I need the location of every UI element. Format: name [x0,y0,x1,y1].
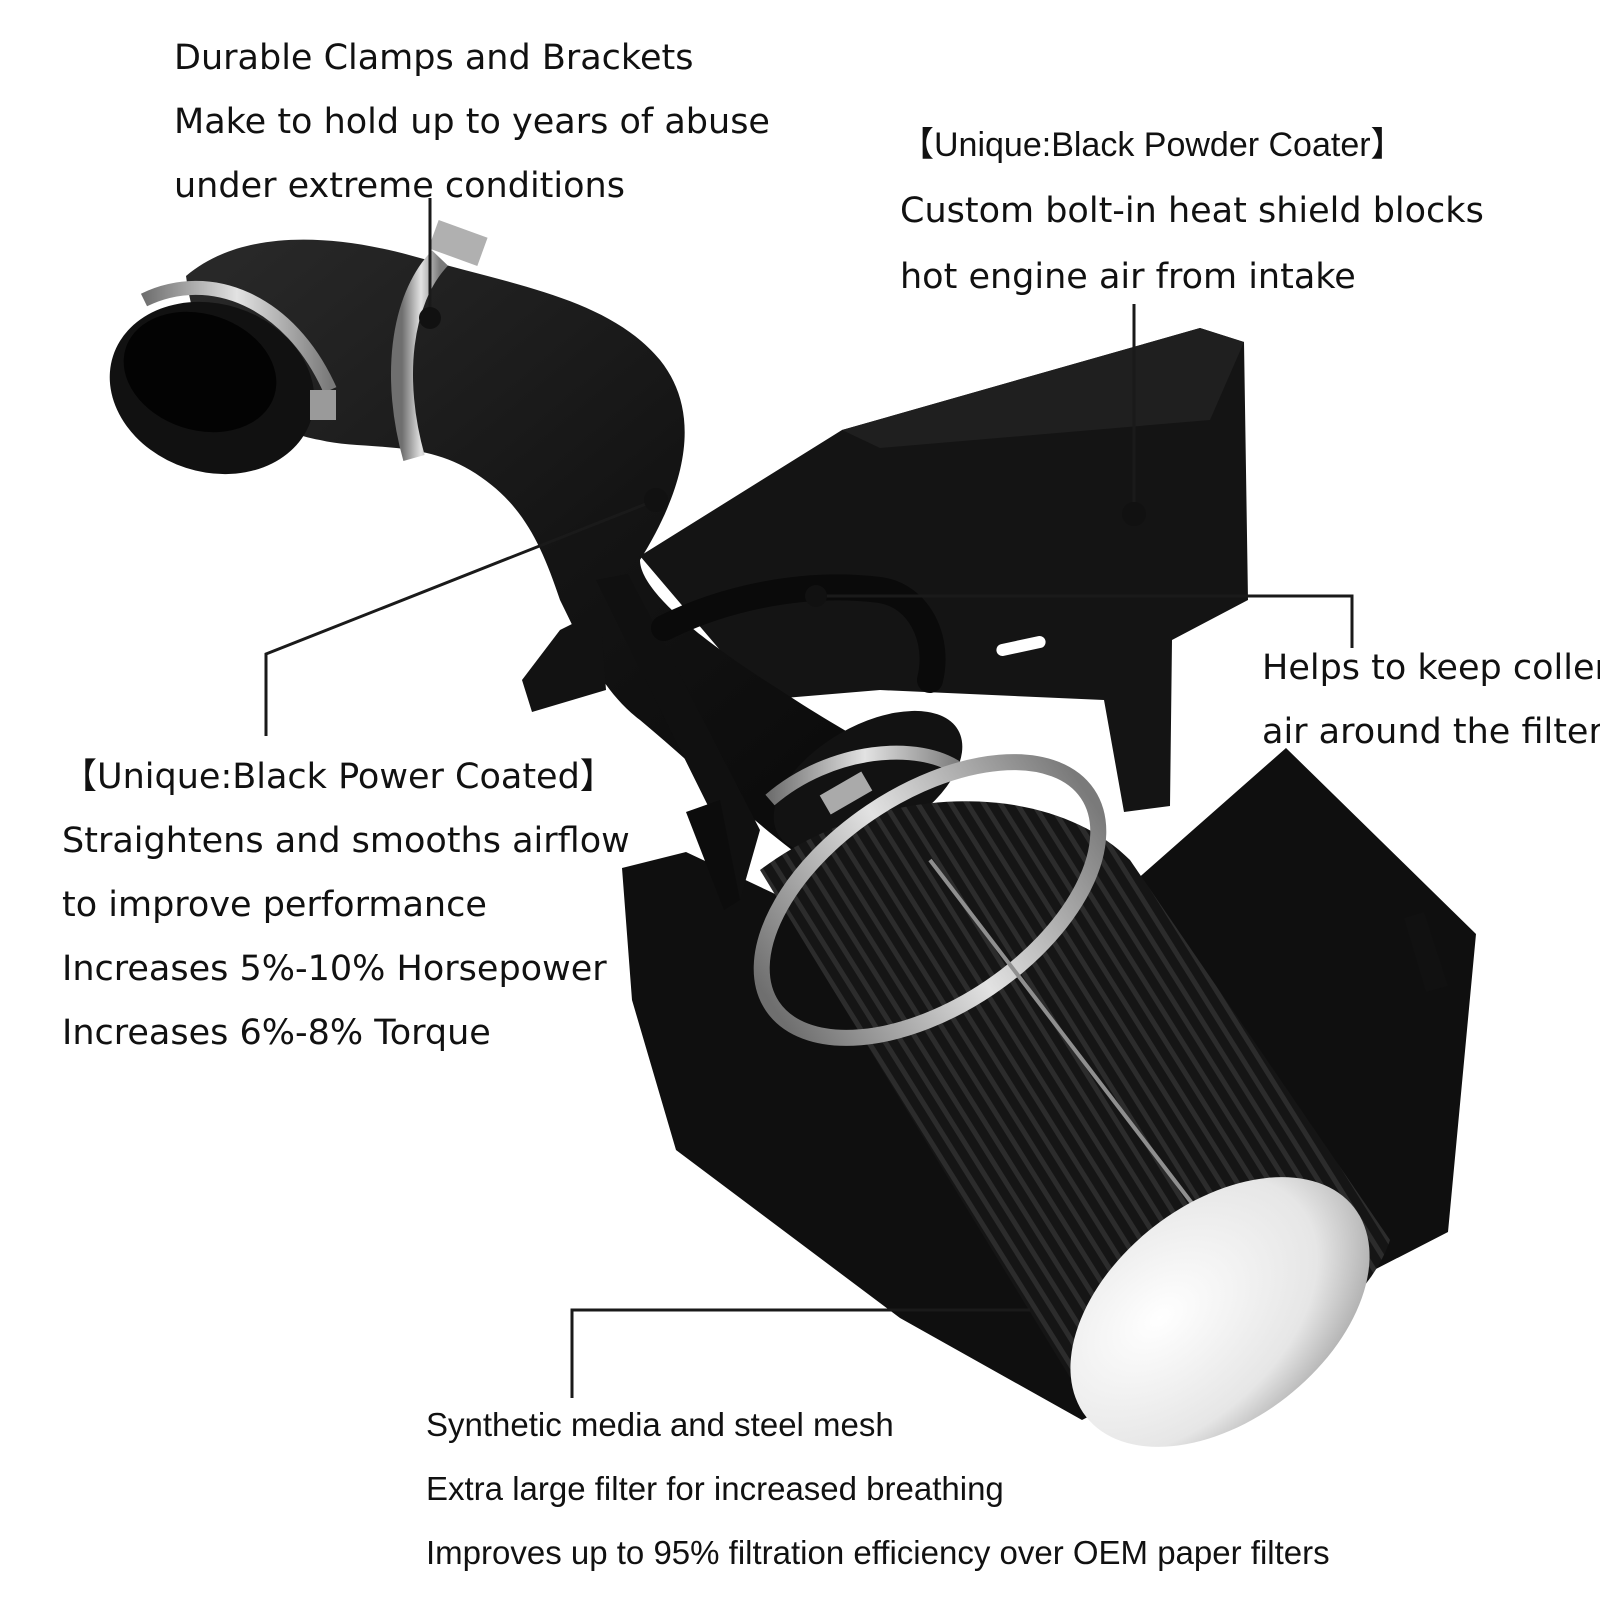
callout-line: Make to hold up to years of abuse [174,102,770,142]
heat-shield-bracket [1404,912,1448,992]
callout-line: Custom bolt-in heat shield blocks [900,191,1484,231]
leader-dots [419,307,1146,607]
callout-line: to improve performance [62,885,487,925]
air-filter [753,754,1390,1447]
intake-tube [186,239,940,871]
cooler-air-callout: Helps to keep coller air around the filt… [1262,636,1600,764]
callout-line: air around the filter [1262,712,1600,752]
upper-hose-clamp [391,250,449,461]
leader-lines [264,198,1354,1398]
clamps-callout: Durable Clamps and Brackets Make to hold… [174,26,770,218]
inlet-hose-clamp [140,280,337,393]
callout-line: Helps to keep coller [1262,648,1600,688]
heat-shield-slot [996,636,1046,656]
callout-line: hot engine air from intake [900,257,1356,297]
callout-line: Improves up to 95% filtration efficiency… [426,1534,1330,1571]
callout-line: Durable Clamps and Brackets [174,38,694,78]
tube-callout: 【Unique:Black Power Coated】 Straightens … [62,745,630,1065]
heat-shield-wall [640,328,1248,812]
callout-line: Synthetic media and steel mesh [426,1406,894,1443]
callout-heading: 【Unique:Black Power Coated】 [62,757,615,797]
callout-line: under extreme conditions [174,166,625,206]
breather-hose [651,574,946,693]
filter-callout: Synthetic media and steel mesh Extra lar… [426,1393,1330,1585]
lower-bracket [686,800,740,910]
callout-line: Increases 5%-10% Horsepower [62,949,607,989]
callout-line: Extra large filter for increased breathi… [426,1470,1004,1507]
heat-shield-callout: 【Unique:Black Powder Coater】 Custom bolt… [900,112,1484,310]
filter-cap [1070,1177,1370,1447]
callout-line: Straightens and smooths airflow [62,821,630,861]
tube-bracket [522,610,606,712]
callout-heading: 【Unique:Black Powder Coater】 [900,126,1405,164]
callout-line: Increases 6%-8% Torque [62,1013,491,1053]
